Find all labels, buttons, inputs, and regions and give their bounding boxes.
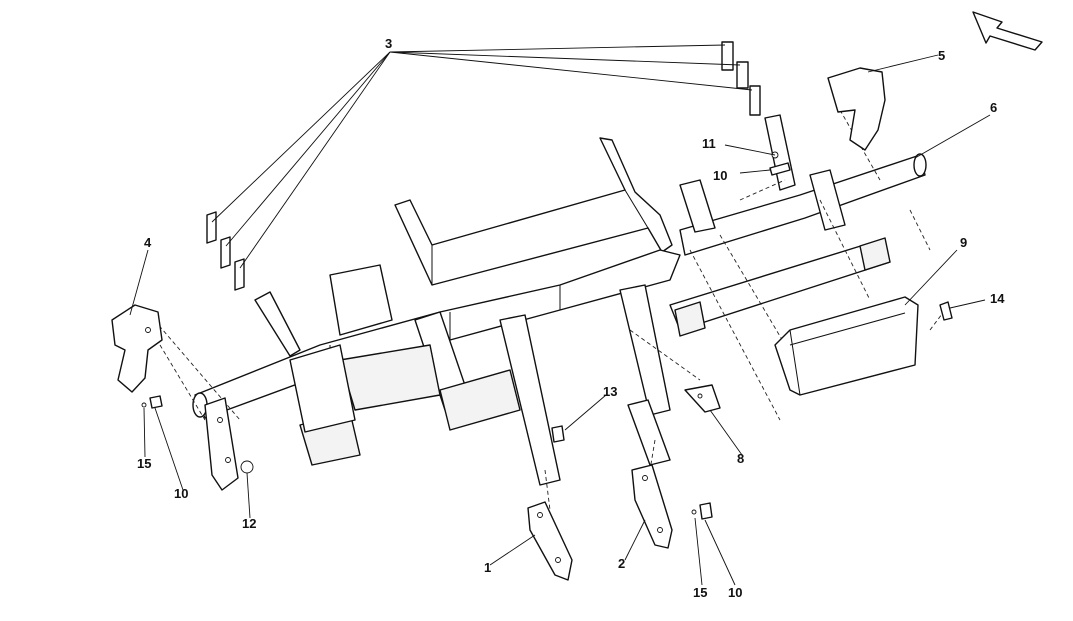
callout-10-bottom: 10 [728,585,742,600]
part-8-bracket [684,384,721,413]
callout-11: 11 [702,136,716,151]
part-5-bracket [827,67,886,151]
side-plate-12 [204,397,239,491]
callout-13: 13 [603,384,617,399]
callout-12: 12 [242,516,256,531]
fasteners [141,151,953,520]
callout-2: 2 [618,556,625,571]
part-4-bracket [111,304,163,393]
part-1-bracket [527,501,573,581]
direction-arrow-icon [972,11,1043,51]
callout-8: 8 [737,451,744,466]
part-9-module [774,296,919,396]
callout-10-left: 10 [174,486,188,501]
leader-lines [129,44,991,586]
callout-15-bottom: 15 [693,585,707,600]
callout-6: 6 [990,100,997,115]
callout-1: 1 [484,560,491,575]
callout-9: 9 [960,235,967,250]
part-3-clips [206,41,761,291]
callout-10-top: 10 [713,168,727,183]
callout-3: 3 [385,36,392,51]
part-2-bracket [631,464,673,549]
callout-14: 14 [990,291,1005,306]
callout-labels: 1 2 3 4 5 6 8 9 10 10 10 11 12 13 14 15 … [137,36,1005,600]
cross-car-beam [192,114,927,486]
callout-15-left: 15 [137,456,151,471]
callout-4: 4 [144,235,152,250]
callout-5: 5 [938,48,945,63]
